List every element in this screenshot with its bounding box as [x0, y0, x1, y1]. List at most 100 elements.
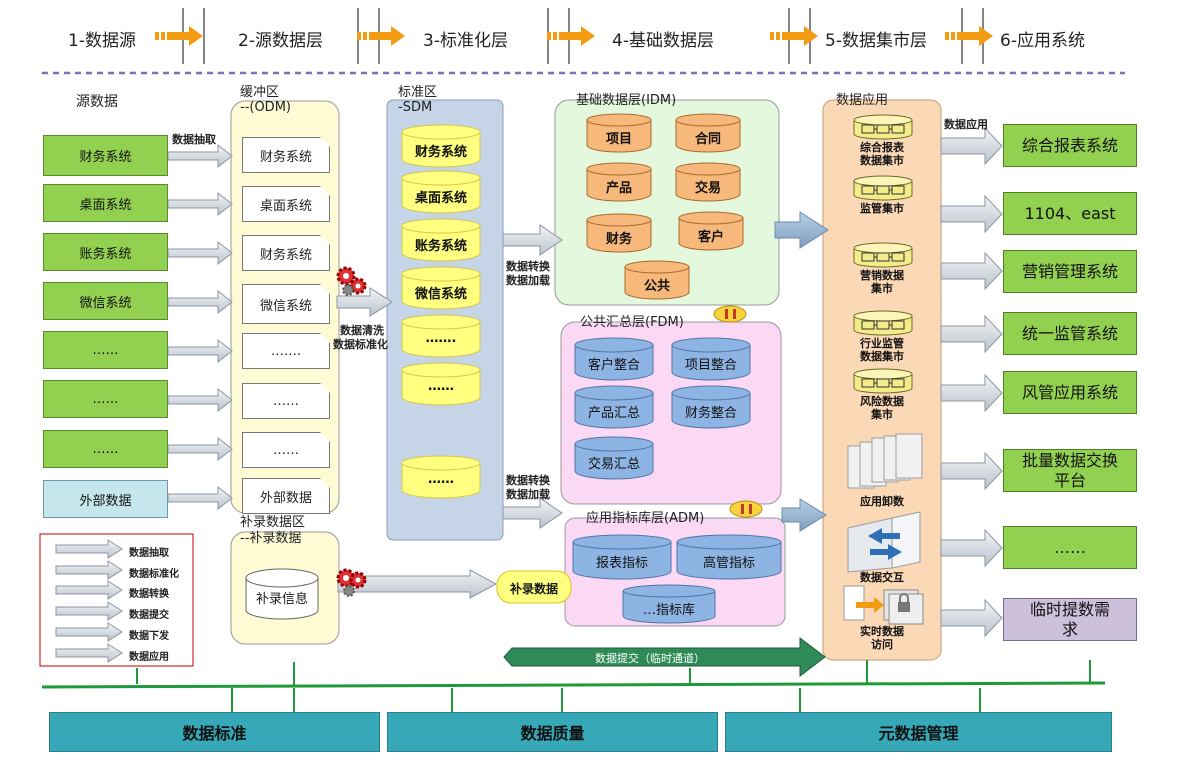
source-title: 源数据	[76, 94, 118, 110]
submit-channel-label: 数据提交（临时通道）	[595, 652, 705, 665]
extract-arrows	[167, 143, 233, 511]
governance-metadata: 元数据管理	[725, 712, 1112, 752]
output-system: 批量数据交换 平台	[1003, 449, 1137, 492]
app-arrows	[940, 126, 1003, 638]
output-system: 营销管理系统	[1003, 250, 1137, 293]
load-label-1b: 数据加载	[506, 274, 550, 287]
data-mart-label: 行业监管 数据集市	[860, 337, 904, 363]
app-title: 数据应用	[836, 93, 889, 108]
standardize-label: 数据标准化	[333, 338, 388, 351]
supplement-arrow	[337, 569, 498, 599]
load-arrow-2	[502, 497, 563, 529]
output-system: 综合报表系统	[1003, 124, 1137, 167]
output-system: 风管应用系统	[1003, 371, 1137, 414]
realtime-access-label: 实时数据 访问	[860, 625, 904, 651]
connector-badge-icon	[729, 500, 763, 518]
legend-item: 数据转换	[129, 589, 169, 600]
data-mart-icon	[852, 175, 914, 201]
odm-table: 财务系统	[242, 235, 330, 271]
legend-arrows	[55, 539, 123, 663]
idm-entity-label: 客户	[697, 229, 724, 245]
gear-icon	[336, 266, 367, 296]
fdm-summary-label: 财务整合	[684, 406, 737, 421]
data-mart-label: 风险数据 集市	[860, 395, 904, 421]
idm-entity: 公共	[624, 260, 690, 300]
sdm-table-label: 桌面系统	[414, 191, 467, 206]
connector-badge-icon	[713, 305, 747, 323]
data-mart-label: 综合报表 数据集市	[860, 141, 904, 167]
odm-table: 微信系统	[242, 284, 330, 324]
adm-metric: 高管指标	[676, 534, 782, 580]
source-system: 财务系统	[43, 135, 168, 176]
fdm-summary: 财务整合	[671, 385, 751, 429]
stage-1: 1-数据源	[68, 31, 136, 51]
supplement-db: 补录信息	[244, 568, 320, 620]
idm-entity-label: 公共	[643, 278, 670, 294]
adm-app-arrow	[781, 498, 827, 532]
data-exchange-label: 数据交互	[860, 571, 904, 584]
adm-metric: 报表指标	[572, 534, 672, 580]
idm-entity-label: 财务	[605, 231, 632, 247]
load-label-2a: 数据转换	[506, 474, 550, 487]
load-label-1a: 数据转换	[506, 260, 550, 273]
sdm-title: 标准区	[398, 85, 438, 100]
stage-4: 4-基础数据层	[612, 31, 714, 51]
sdm-table-label: ……	[428, 379, 454, 394]
source-system: 账务系统	[43, 233, 168, 271]
stage-5: 5-数据集市层	[825, 31, 927, 51]
sdm-table-label: ……	[428, 472, 454, 487]
sdm-table: ……	[401, 362, 481, 406]
adm-metric-label: 高管指标	[702, 556, 755, 571]
supplement-item: 补录信息	[255, 592, 308, 607]
stage-arrows	[155, 26, 993, 46]
output-adhoc: 临时提数需 求	[1003, 598, 1137, 641]
fdm-summary: 项目整合	[671, 337, 751, 381]
idm-entity: 客户	[678, 211, 744, 251]
adm-metric-label: …指标库	[642, 602, 695, 618]
sdm-table-label: 财务系统	[414, 145, 467, 160]
idm-entity: 合同	[675, 113, 741, 153]
legend-box	[39, 533, 194, 667]
idm-entity-label: 合同	[694, 131, 721, 147]
idm-title: 基础数据层(IDM)	[576, 93, 677, 108]
odm-table: 桌面系统	[242, 186, 330, 222]
idm-entity-label: 交易	[694, 180, 721, 196]
gear-icon	[336, 568, 367, 597]
idm-entity-label: 项目	[605, 131, 632, 147]
idm-entity: 交易	[675, 162, 741, 202]
fdm-summary-label: 交易汇总	[587, 457, 640, 472]
data-exchange-icon	[847, 511, 921, 573]
legend-item: 数据应用	[129, 652, 169, 663]
clean-label: 数据清洗	[340, 324, 384, 337]
governance-quality: 数据质量	[387, 712, 718, 752]
source-system: ……	[43, 380, 168, 418]
output-system: ……	[1003, 526, 1137, 569]
submit-channel-arrow	[503, 636, 826, 678]
fdm-summary-label: 项目整合	[684, 358, 737, 373]
source-system: ……	[43, 331, 168, 369]
source-system: 微信系统	[43, 282, 168, 320]
source-system: ……	[43, 430, 168, 468]
legend-item: 数据标准化	[129, 569, 179, 580]
app-unload-icon	[847, 433, 923, 489]
adm-metric-label: 报表指标	[595, 556, 648, 571]
odm-subtitle: --(ODM)	[240, 100, 291, 115]
data-mart-icon	[852, 242, 914, 268]
idm-entity: 产品	[586, 162, 652, 202]
data-mart-icon	[852, 310, 914, 336]
app-flow-label: 数据应用	[944, 118, 988, 131]
data-mart-label: 监管集市	[860, 202, 904, 215]
output-system: 统一监管系统	[1003, 312, 1137, 355]
odm-table: ……	[242, 432, 330, 468]
idm-entity: 财务	[586, 213, 652, 253]
idm-entity-label: 产品	[605, 180, 632, 196]
adm-title: 应用指标库层(ADM)	[586, 511, 705, 526]
sdm-table: 桌面系统	[401, 170, 481, 214]
governance-bus	[41, 660, 1106, 712]
sdm-table: ……	[401, 455, 481, 499]
sdm-table-label: 微信系统	[414, 287, 467, 302]
sdm-table: 微信系统	[401, 266, 481, 310]
odm-table: 财务系统	[242, 137, 330, 173]
clean-arrow	[336, 287, 393, 317]
stage-3: 3-标准化层	[423, 31, 508, 51]
